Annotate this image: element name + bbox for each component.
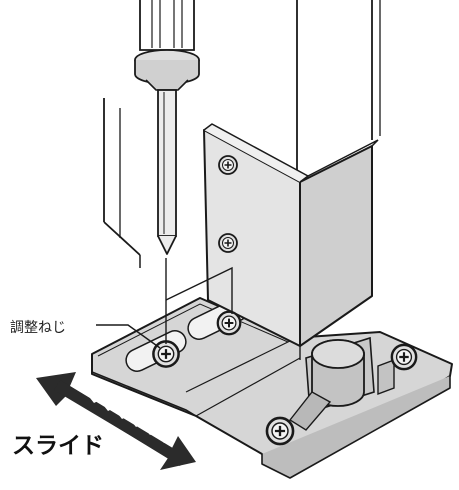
bracket-screw-lower — [218, 233, 238, 253]
adjust-screw-label: 調整ねじ — [10, 320, 66, 336]
adjust-screw-back — [216, 310, 242, 336]
bracket-screw-upper — [218, 155, 238, 175]
slide-label: スライド — [12, 433, 104, 459]
cabinet-post — [103, 0, 381, 268]
l-bracket — [203, 123, 379, 360]
floor-fixture — [288, 336, 395, 431]
fixture-screw-right — [390, 343, 418, 371]
fixture-screw-left — [265, 416, 295, 446]
slide-arrow — [36, 372, 196, 470]
leader-lines — [96, 258, 233, 349]
screwdriver-icon — [134, 0, 200, 255]
